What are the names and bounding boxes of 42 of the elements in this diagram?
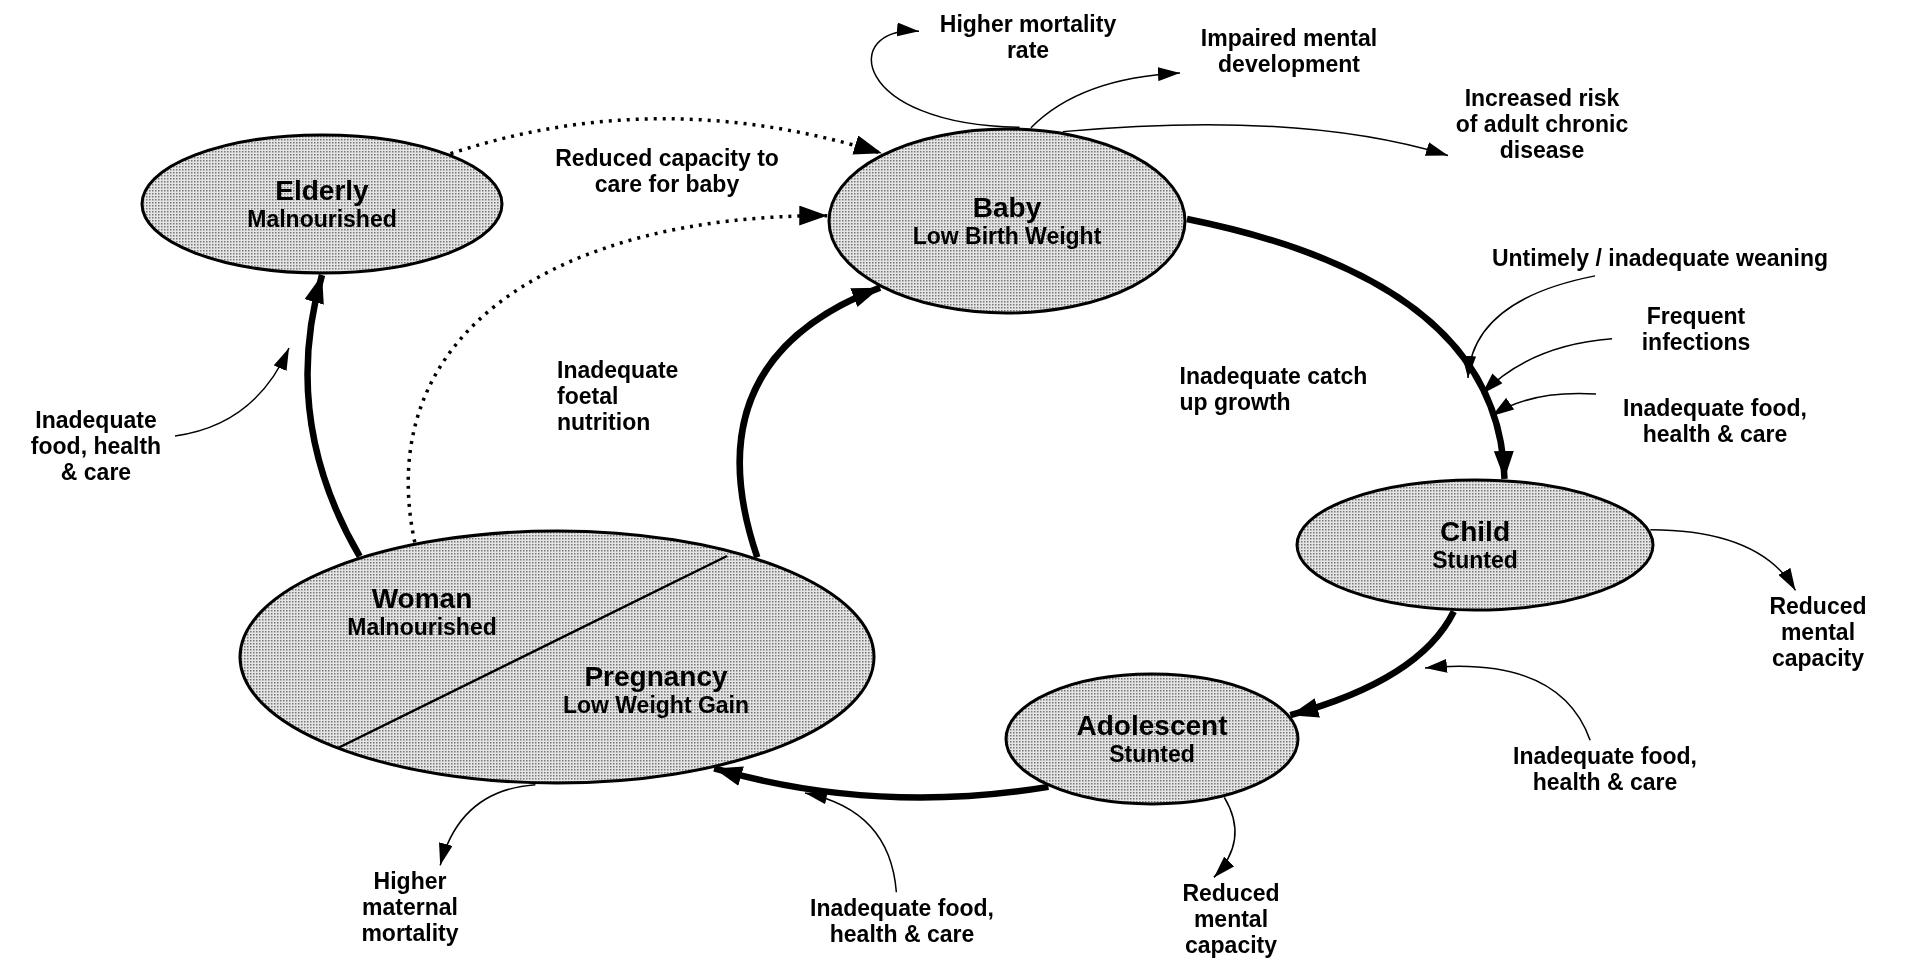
annotation-text: Inadequate food, health & care: [1490, 744, 1720, 796]
arrow: [1062, 123, 1449, 157]
annotation-text: Increased risk of adult chronic disease: [1452, 86, 1632, 164]
annotation-text: Impaired mental development: [1184, 26, 1394, 78]
stage-title: Elderly: [275, 175, 369, 207]
annotation-text: Untimely / inadequate weaning: [1490, 246, 1830, 272]
stage-subtitle: Stunted: [1109, 741, 1195, 768]
arrow: [870, 24, 1021, 128]
stage-title: Woman: [371, 583, 473, 615]
stage-subtitle: Malnourished: [347, 614, 497, 641]
dashed-arrow: [406, 206, 828, 543]
arrow: [1424, 659, 1591, 741]
thick-arrow: [736, 284, 882, 559]
dashed-arrow: [450, 117, 883, 156]
stage-title: Baby: [972, 192, 1042, 224]
thick-arrow: [1186, 215, 1512, 480]
annotation-text: Inadequate food, health & care: [1600, 396, 1830, 448]
arrow: [439, 783, 537, 867]
stage-title: Child: [1440, 516, 1510, 548]
arrow: [1213, 796, 1236, 879]
annotation-text: Frequent infections: [1616, 304, 1776, 356]
thick-arrow: [713, 765, 1049, 801]
annotation-text: Inadequate food, health & care: [787, 896, 1017, 948]
annotation-text: Inadequate food, health & care: [21, 408, 171, 486]
arrow: [1649, 529, 1797, 592]
annotation-text: Higher mortality rate: [923, 12, 1133, 64]
annotation-text: Reduced mental capacity: [1743, 594, 1893, 672]
annotation-text: Reduced mental capacity: [1156, 881, 1306, 959]
arrow: [1030, 67, 1181, 129]
annotation-text: Higher maternal mortality: [335, 869, 485, 947]
arrow: [174, 347, 290, 437]
stage-title: Pregnancy: [584, 661, 728, 693]
thick-arrow: [1289, 609, 1457, 719]
arrow: [1463, 275, 1596, 379]
arrow: [1481, 338, 1613, 395]
thick-arrow: [304, 274, 363, 558]
stage-subtitle: Stunted: [1432, 547, 1518, 574]
stage-subtitle: Low Birth Weight: [912, 223, 1102, 250]
stage-title: Adolescent: [1076, 710, 1228, 742]
arrow: [804, 791, 898, 893]
stage-subtitle: Low Weight Gain: [562, 692, 750, 719]
stage-subtitle: Malnourished: [247, 206, 397, 233]
